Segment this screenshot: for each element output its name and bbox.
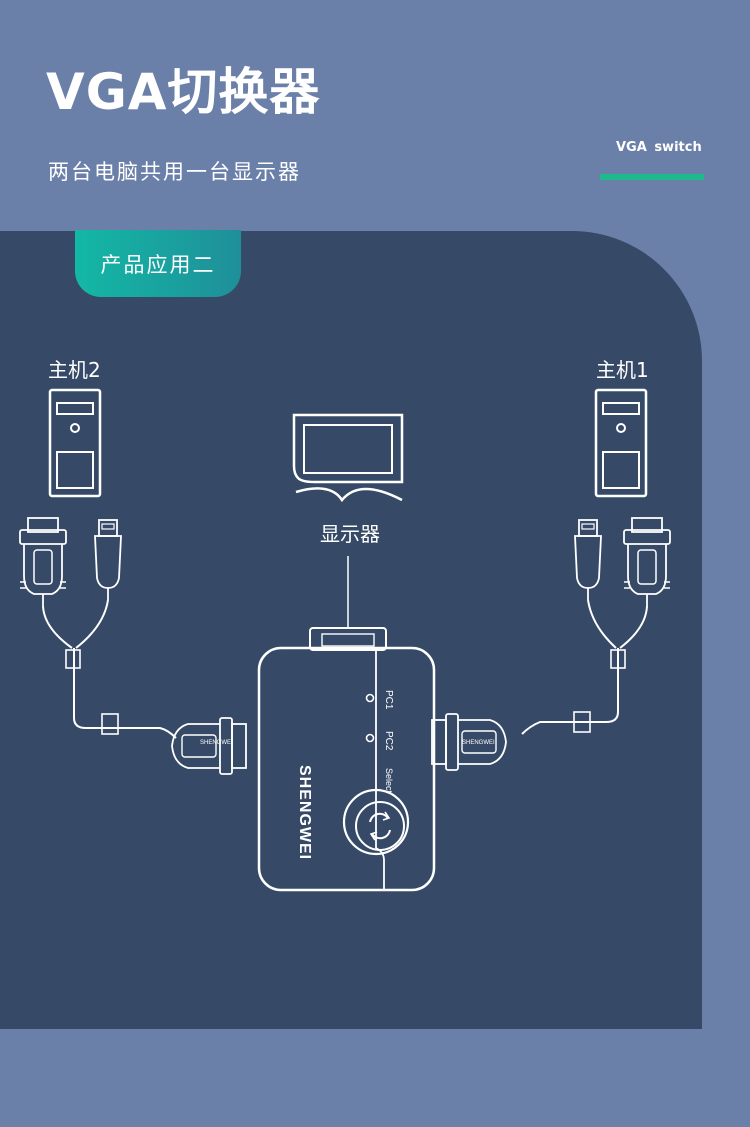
host-1-label: 主机1	[596, 358, 649, 382]
application-badge: 产品应用二	[75, 230, 241, 297]
tag-underline	[600, 174, 704, 180]
page-subtitle: 两台电脑共用一台显示器	[48, 160, 301, 184]
host-1-computer-icon	[594, 388, 648, 498]
pc1-led-icon	[365, 693, 375, 703]
port-pc1-text: PC1	[383, 690, 394, 710]
left-plug-brand-text: SHENGWEI	[200, 740, 233, 746]
host-2-computer-icon	[48, 388, 102, 498]
monitor-label: 显示器	[320, 522, 380, 546]
port-pc2-text: PC2	[383, 731, 394, 751]
right-cable-set	[431, 517, 671, 771]
select-button-outline	[342, 788, 410, 856]
pc2-led-icon	[365, 733, 375, 743]
vga-switch-device: SHENGWEI PC1 PC2 Select	[257, 627, 436, 892]
monitor-icon	[292, 413, 404, 503]
right-plug-brand-text: SHENGWEI	[462, 740, 495, 746]
content-panel	[0, 231, 702, 1029]
english-tag: VGA switch	[616, 140, 702, 155]
left-vga-plug-icon	[19, 517, 67, 607]
right-usb-plug-icon	[574, 519, 602, 601]
refresh-icon	[369, 811, 391, 841]
host-2-label: 主机2	[48, 358, 101, 382]
right-vga-plug-icon	[623, 517, 671, 607]
device-brand-text: SHENGWEI	[296, 765, 313, 860]
left-switch-plug-icon	[171, 717, 247, 775]
left-cable-set	[19, 517, 247, 775]
left-usb-plug-icon	[94, 519, 122, 601]
page-title: VGA切换器	[46, 63, 321, 121]
select-label-text: Select	[384, 768, 394, 794]
